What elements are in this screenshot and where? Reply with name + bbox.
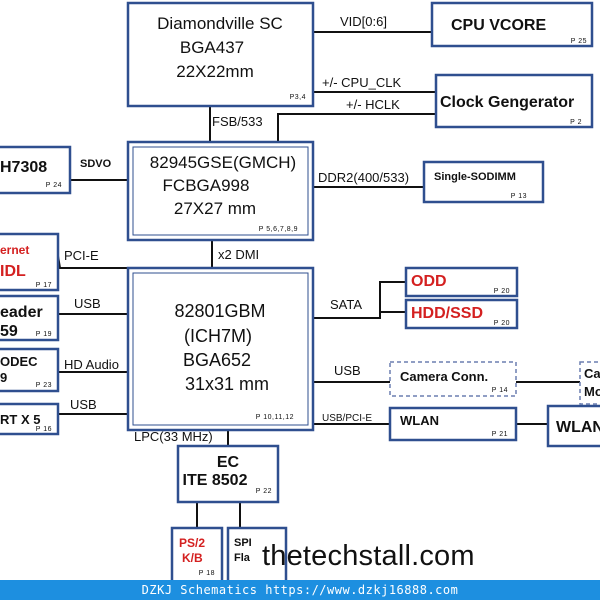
signal-fsb: FSB/533 bbox=[212, 114, 263, 129]
signal-usb-port: USB bbox=[70, 397, 97, 412]
hdd-block[interactable]: HDD/SSD P 20 bbox=[404, 298, 519, 330]
ch7308-page-ref: P 24 bbox=[46, 182, 62, 189]
gmch-block[interactable]: 82945GSE(GMCH) FCBGA998 27X27 mm P 5,6,7… bbox=[126, 140, 315, 242]
ich-size: 31x31 mm bbox=[185, 374, 269, 394]
block-diagram: VID[0:6] +/- CPU_CLK +/- HCLK FSB/533 SD… bbox=[0, 1, 600, 580]
clock-generator-label: Clock Gengerator bbox=[440, 94, 574, 111]
gmch-name: 82945GSE(GMCH) bbox=[150, 153, 296, 172]
camera-module-line2: Mo bbox=[584, 384, 600, 399]
cpu-page-ref: P3,4 bbox=[290, 94, 306, 101]
card-reader-line1: eader bbox=[0, 304, 43, 321]
spi-line2: Fla bbox=[234, 552, 251, 564]
ch7308-label: H7308 bbox=[0, 159, 47, 176]
signal-vid: VID[0:6] bbox=[340, 14, 387, 29]
hdd-page-ref: P 20 bbox=[494, 320, 510, 327]
signal-usb-card: USB bbox=[74, 296, 101, 311]
odd-block[interactable]: ODD P 20 bbox=[404, 266, 519, 298]
signal-labels: VID[0:6] +/- CPU_CLK +/- HCLK FSB/533 SD… bbox=[64, 14, 409, 444]
wires bbox=[57, 31, 580, 528]
odd-page-ref: P 20 bbox=[494, 288, 510, 295]
ich-package: BGA652 bbox=[183, 350, 251, 370]
sodimm-label: Single-SODIMM bbox=[434, 171, 516, 183]
ich-block[interactable]: 82801GBM (ICH7M) BGA652 31x31 mm P 10,11… bbox=[126, 266, 315, 432]
hdd-label: HDD/SSD bbox=[411, 305, 483, 322]
ec-line2: ITE 8502 bbox=[183, 472, 248, 489]
ec-block[interactable]: EC ITE 8502 P 22 bbox=[176, 444, 280, 504]
ps2-page-ref: P 18 bbox=[199, 570, 215, 577]
ps2-line1: PS/2 bbox=[179, 536, 205, 550]
ich-name: 82801GBM bbox=[174, 301, 265, 321]
card-reader-page-ref: P 19 bbox=[36, 331, 52, 338]
cpu-name: Diamondville SC bbox=[157, 14, 283, 33]
ethernet-block[interactable]: ernet IDL P 17 bbox=[0, 232, 60, 292]
signal-lpc: LPC(33 MHz) bbox=[134, 429, 213, 444]
clock-generator-page-ref: P 2 bbox=[570, 119, 582, 126]
signal-dmi: x2 DMI bbox=[218, 247, 259, 262]
card-reader-line2: 59 bbox=[0, 323, 18, 340]
usb-port-label: RT X 5 bbox=[0, 412, 40, 427]
codec-block[interactable]: ODEC 9 P 23 bbox=[0, 347, 60, 393]
signal-pcie: PCI-E bbox=[64, 248, 99, 263]
spi-line1: SPI bbox=[234, 537, 252, 549]
signal-sata: SATA bbox=[330, 297, 362, 312]
ich-alias: (ICH7M) bbox=[184, 326, 252, 346]
cpu-size: 22X22mm bbox=[176, 62, 253, 81]
card-reader-block[interactable]: eader 59 P 19 bbox=[0, 294, 60, 342]
codec-page-ref: P 23 bbox=[36, 382, 52, 389]
spi-flash-block[interactable]: SPI Fla bbox=[226, 526, 288, 580]
wire-sata-hdd bbox=[379, 311, 406, 318]
ich-page-ref: P 10,11,12 bbox=[256, 414, 294, 421]
footer-banner[interactable]: DZKJ Schematics https://www.dzkj16888.co… bbox=[0, 580, 600, 600]
codec-line1: ODEC bbox=[0, 354, 38, 369]
cpu-vcore-label: CPU VCORE bbox=[451, 17, 546, 34]
codec-line2: 9 bbox=[0, 370, 7, 385]
signal-hclk: +/- HCLK bbox=[346, 97, 400, 112]
ps2-block[interactable]: PS/2 K/B P 18 bbox=[170, 526, 224, 580]
wire-hclk bbox=[277, 113, 436, 142]
camera-module-line1: Ca bbox=[584, 366, 600, 381]
ethernet-line1: ernet bbox=[0, 243, 29, 257]
sodimm-block[interactable]: Single-SODIMM P 13 bbox=[422, 160, 545, 204]
wlan-antenna-block[interactable]: WLAN bbox=[546, 404, 600, 448]
usb-port-block[interactable]: RT X 5 P 16 bbox=[0, 402, 60, 436]
cpu-vcore-block[interactable]: CPU VCORE P 25 bbox=[430, 1, 594, 48]
clock-generator-block[interactable]: Clock Gengerator P 2 bbox=[434, 73, 594, 129]
ch7308-block[interactable]: H7308 P 24 bbox=[0, 145, 72, 195]
camera-conn-block[interactable]: Camera Conn. P 14 bbox=[389, 361, 517, 397]
ps2-line2: K/B bbox=[182, 551, 203, 565]
camera-conn-page-ref: P 14 bbox=[492, 387, 508, 394]
signal-sdvo: SDVO bbox=[80, 158, 112, 170]
wlan-page-ref: P 21 bbox=[492, 431, 508, 438]
signal-ddr2: DDR2(400/533) bbox=[318, 170, 409, 185]
cpu-package: BGA437 bbox=[180, 38, 244, 57]
signal-hd-audio: HD Audio bbox=[64, 357, 119, 372]
wlan-label: WLAN bbox=[400, 413, 439, 428]
gmch-package: FCBGA998 bbox=[163, 176, 250, 195]
camera-conn-label: Camera Conn. bbox=[400, 369, 488, 384]
signal-cpu-clk: +/- CPU_CLK bbox=[322, 75, 401, 90]
ethernet-line2: IDL bbox=[0, 263, 26, 280]
ec-page-ref: P 22 bbox=[256, 488, 272, 495]
ec-line1: EC bbox=[217, 454, 240, 471]
camera-module-block[interactable]: Ca Mo bbox=[579, 361, 600, 405]
ethernet-page-ref: P 17 bbox=[36, 282, 52, 289]
cpu-vcore-page-ref: P 25 bbox=[571, 38, 587, 45]
gmch-page-ref: P 5,6,7,8,9 bbox=[259, 226, 298, 233]
signal-usb-cam: USB bbox=[334, 363, 361, 378]
usb-port-page-ref: P 16 bbox=[36, 426, 52, 433]
watermark-text: thetechstall.com bbox=[262, 540, 475, 572]
wire-sata-odd bbox=[313, 281, 406, 319]
wlan-antenna-label: WLAN bbox=[556, 419, 600, 436]
gmch-size: 27X27 mm bbox=[174, 199, 256, 218]
wlan-block[interactable]: WLAN P 21 bbox=[388, 406, 518, 442]
cpu-block[interactable]: Diamondville SC BGA437 22X22mm P3,4 bbox=[126, 1, 315, 108]
signal-usb-pcie: USB/PCI-E bbox=[322, 413, 372, 424]
sodimm-page-ref: P 13 bbox=[511, 193, 527, 200]
odd-label: ODD bbox=[411, 273, 447, 290]
